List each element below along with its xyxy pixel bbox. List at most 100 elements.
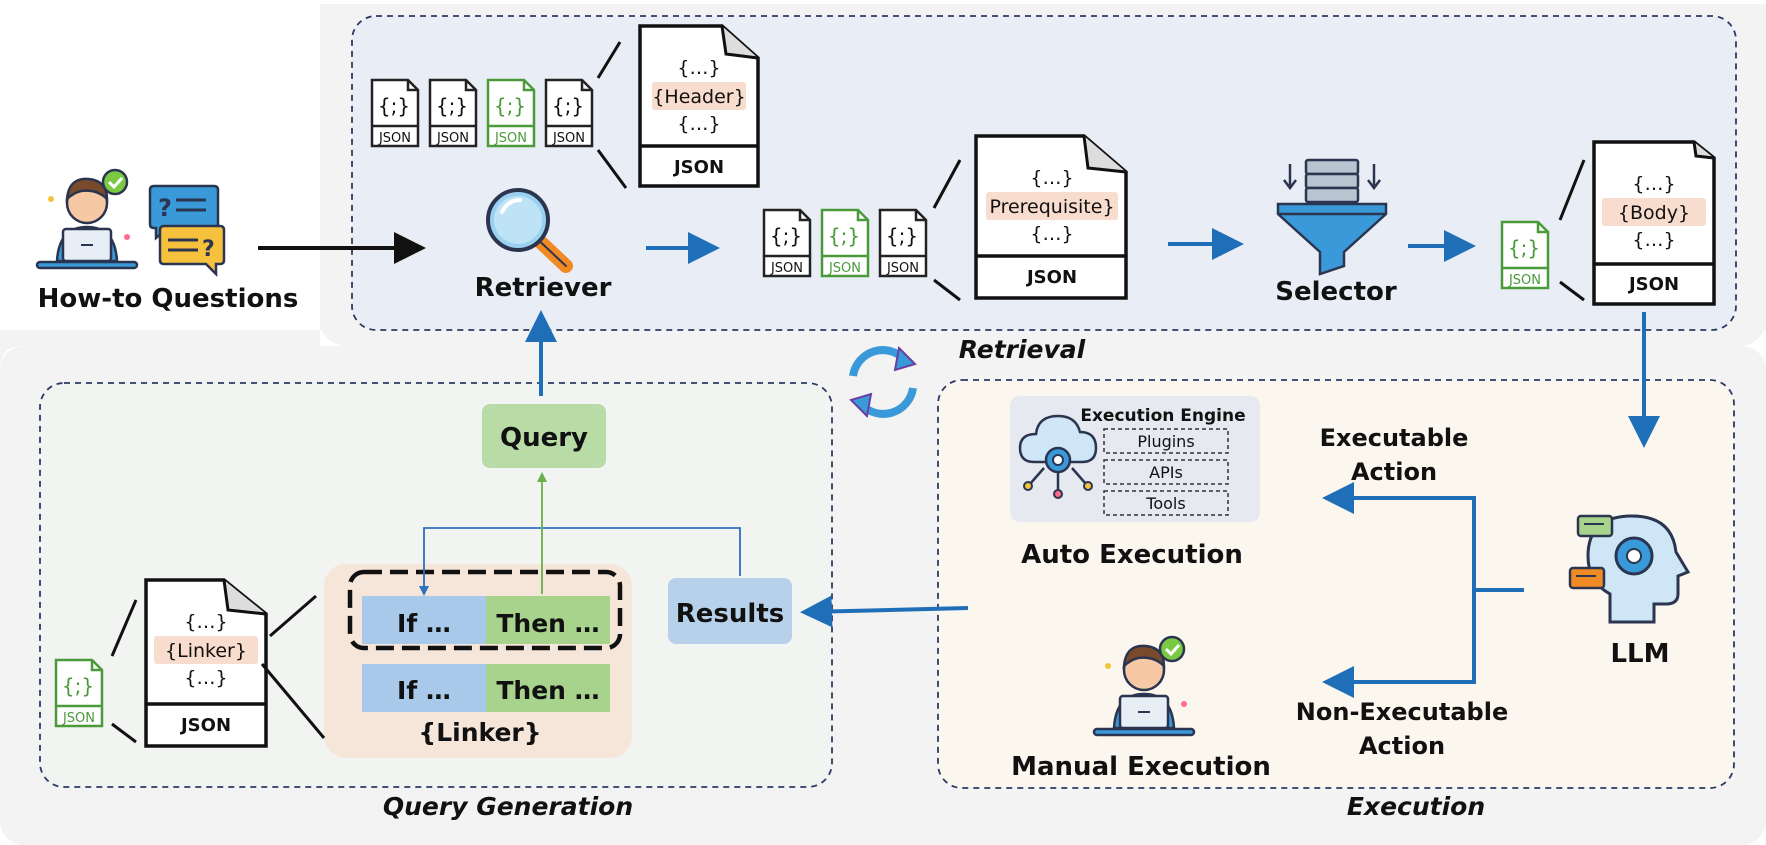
svg-text:{…}: {…} xyxy=(1632,173,1675,195)
engine-item-tools-box xyxy=(1103,490,1229,516)
funnel-server-icon xyxy=(1276,158,1388,276)
linker-to-panel-line-bottom xyxy=(260,663,326,739)
svg-text:{Body}: {Body} xyxy=(1618,202,1690,224)
non-executable-action-label-2: Action xyxy=(1359,732,1445,760)
person-laptop-icon-2 xyxy=(1092,635,1196,737)
brain-head-gear-icon xyxy=(1568,514,1691,624)
json-doc-1: {;} JSON xyxy=(370,78,420,148)
svg-text:{…}: {…} xyxy=(677,113,720,135)
svg-text:{Header}: {Header} xyxy=(652,86,745,108)
engine-item-plugins: Plugins xyxy=(1137,432,1194,451)
json-doc-7: {;} JSON xyxy=(878,208,928,278)
svg-text:JSON: JSON xyxy=(552,131,585,146)
selector-label: Selector xyxy=(1275,277,1397,307)
svg-text:{;}: {;} xyxy=(886,224,918,248)
svg-text:JSON: JSON xyxy=(1025,267,1077,288)
execution-label: Execution xyxy=(1347,792,1485,821)
svg-text:JSON: JSON xyxy=(1627,274,1679,295)
linker-to-panel-line-top xyxy=(269,594,317,638)
execution-to-results-arrow xyxy=(800,595,969,628)
selected-rule-outline xyxy=(347,569,623,651)
zoom-line-linker-top xyxy=(110,599,138,657)
rule-2-then-label: Then … xyxy=(496,676,599,705)
rule-1-then-box xyxy=(486,596,610,644)
results-box xyxy=(668,578,792,644)
zoom-line-right-bottom xyxy=(1559,280,1585,302)
rule-2-then-box xyxy=(486,664,610,712)
svg-text:{…}: {…} xyxy=(1030,167,1073,189)
svg-text:{;}: {;} xyxy=(62,674,94,698)
auto-execution-label: Auto Execution xyxy=(1021,540,1243,570)
how-to-questions-label: How-to Questions xyxy=(38,284,299,314)
zoom-line-mid-bottom xyxy=(933,278,961,302)
svg-text:{;}: {;} xyxy=(494,94,526,118)
svg-text:Prerequisite}: Prerequisite} xyxy=(989,196,1114,218)
json-doc-9-green: {;} JSON xyxy=(54,658,104,728)
engine-item-apis: APIs xyxy=(1149,463,1183,482)
svg-text:{…}: {…} xyxy=(1030,223,1073,245)
json-doc-5: {;} JSON xyxy=(762,208,812,278)
cloud-gear-icon xyxy=(1018,414,1098,499)
chat-bubbles-icon: ? ? xyxy=(148,184,226,278)
svg-text:?: ? xyxy=(202,237,215,262)
svg-text:{…}: {…} xyxy=(184,667,227,689)
json-doc-8-green: {;} JSON xyxy=(1500,220,1550,290)
results-to-if-arrow xyxy=(419,527,741,596)
svg-text:?: ? xyxy=(158,194,172,222)
executable-action-label-2: Action xyxy=(1351,458,1437,486)
svg-text:JSON: JSON xyxy=(62,711,95,726)
svg-text:JSON: JSON xyxy=(494,131,527,146)
query-label: Query xyxy=(500,423,588,453)
svg-text:JSON: JSON xyxy=(1508,273,1541,288)
rule-2-if-label: If … xyxy=(397,676,451,705)
svg-text:JSON: JSON xyxy=(436,131,469,146)
svg-text:JSON: JSON xyxy=(378,131,411,146)
json-doc-2: {;} JSON xyxy=(428,78,478,148)
engine-item-apis-box xyxy=(1103,459,1229,485)
json-doc-6-green: {;} JSON xyxy=(820,208,870,278)
rule-1-if-label: If … xyxy=(397,609,451,638)
json-doc-4: {;} JSON xyxy=(544,78,594,148)
svg-text:{…}: {…} xyxy=(677,57,720,79)
rule-1-then-label: Then … xyxy=(496,609,599,638)
llm-label: LLM xyxy=(1610,639,1669,669)
non-executable-branch-arrow xyxy=(1322,590,1476,698)
zoom-line-linker-bottom xyxy=(111,722,137,744)
svg-text:JSON: JSON xyxy=(179,715,231,736)
zoom-line-bottom xyxy=(596,149,628,189)
svg-text:{;}: {;} xyxy=(828,224,860,248)
svg-text:{;}: {;} xyxy=(770,224,802,248)
svg-text:{…}: {…} xyxy=(1632,229,1675,251)
svg-text:JSON: JSON xyxy=(770,261,803,276)
svg-text:JSON: JSON xyxy=(828,261,861,276)
prerequisite-json-doc: {…} Prerequisite} {…} JSON xyxy=(974,134,1128,300)
magnifier-icon xyxy=(486,188,573,273)
svg-text:JSON: JSON xyxy=(886,261,919,276)
zoom-line-top xyxy=(596,41,622,79)
execution-engine-title: Execution Engine xyxy=(1080,406,1245,426)
person-laptop-icon xyxy=(35,168,139,270)
retrieval-label: Retrieval xyxy=(959,335,1086,364)
svg-text:{;}: {;} xyxy=(1508,236,1540,260)
retriever-label: Retriever xyxy=(475,273,612,303)
json-doc-3-green: {;} JSON xyxy=(486,78,536,148)
query-generation-label: Query Generation xyxy=(383,792,633,821)
rule-1-if-box xyxy=(362,596,486,644)
body-json-doc: {…} {Body} {…} JSON xyxy=(1592,140,1716,306)
svg-text:{Linker}: {Linker} xyxy=(165,640,247,662)
rule-2-if-box xyxy=(362,664,486,712)
engine-item-plugins-box xyxy=(1103,428,1229,454)
results-label: Results xyxy=(676,599,784,629)
query-box xyxy=(482,404,606,468)
zoom-line-mid-top xyxy=(932,159,962,209)
header-json-doc: {…} {Header} {…} JSON xyxy=(638,24,760,188)
svg-text:{;}: {;} xyxy=(436,94,468,118)
linker-json-doc: {…} {Linker} {…} JSON xyxy=(144,578,268,748)
refresh-cycle-icon xyxy=(849,345,917,419)
zoom-line-right-top xyxy=(1558,159,1586,221)
non-executable-action-label-1: Non-Executable xyxy=(1296,698,1508,726)
engine-item-tools: Tools xyxy=(1145,494,1185,513)
executable-action-label-1: Executable xyxy=(1320,424,1469,452)
